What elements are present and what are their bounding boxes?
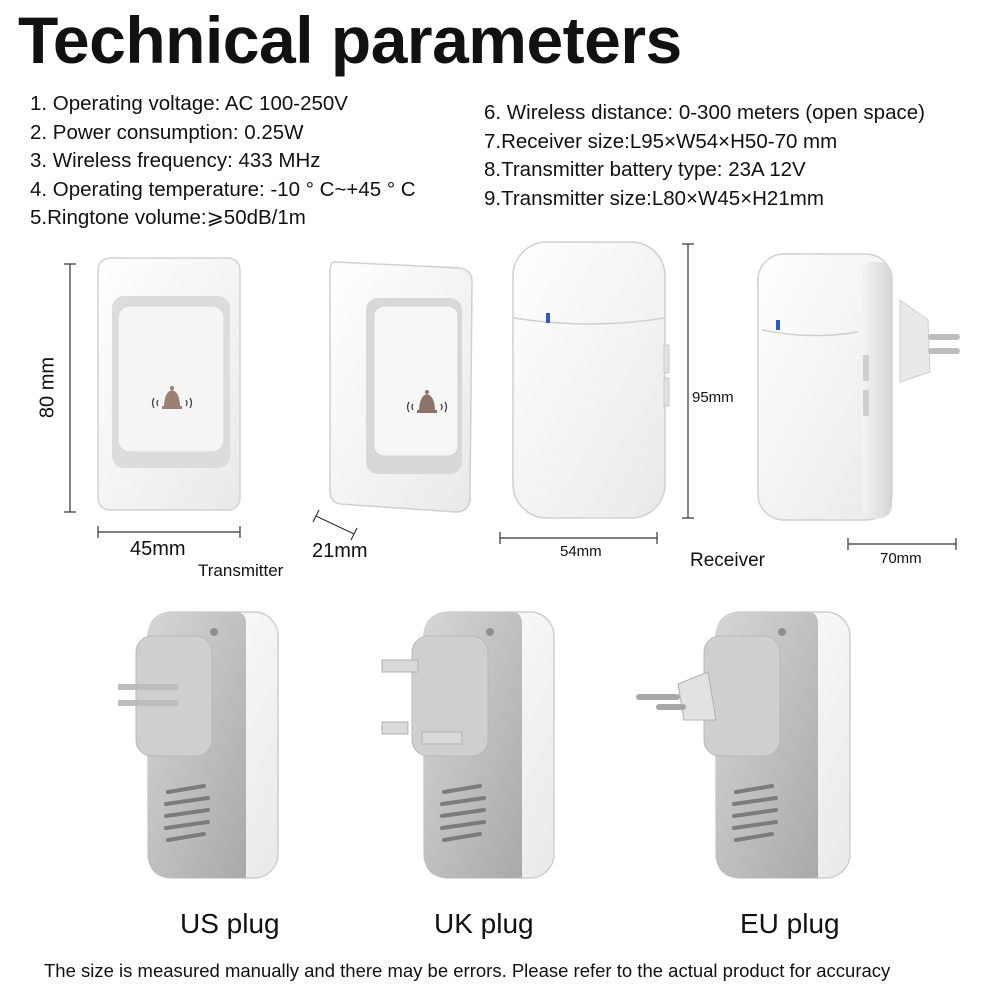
receiver-label: Receiver: [690, 550, 765, 571]
transmitter-front: [97, 257, 241, 511]
page-title: Technical parameters: [18, 3, 682, 77]
transmitter-depth-label: 21mm: [312, 540, 368, 562]
uk-plug-receiver: [381, 611, 555, 879]
spec-power-consumption: 2. Power consumption: 0.25W: [30, 120, 304, 144]
led-indicator-icon: [546, 313, 550, 323]
receiver-width-label: 54mm: [560, 543, 602, 560]
spec-operating-temperature: 4. Operating temperature: -10 ° C~+45 ° …: [30, 177, 416, 201]
receiver-depth-label: 70mm: [880, 550, 922, 567]
transmitter-label: Transmitter: [198, 561, 284, 580]
spec-wireless-distance: 6. Wireless distance: 0-300 meters (open…: [484, 101, 925, 124]
speaker-grille-icon: [732, 784, 778, 842]
speaker-grille-icon: [440, 784, 486, 842]
bell-icon: [406, 390, 448, 413]
spec-ringtone-volume: 5.Ringtone volume:⩾50dB/1m: [30, 206, 306, 229]
transmitter-width-label: 45mm: [130, 538, 186, 560]
us-plug-label: US plug: [180, 908, 280, 939]
spec-transmitter-battery: 8.Transmitter battery type: 23A 12V: [484, 158, 806, 181]
spec-operating-voltage: 1. Operating voltage: AC 100-250V: [30, 92, 348, 115]
receiver-height-label: 95mm: [692, 389, 734, 406]
us-plug-receiver: [118, 611, 279, 879]
led-indicator-icon: [776, 320, 780, 330]
dimension-lines: [64, 243, 957, 550]
eu-plug-label: EU plug: [740, 908, 840, 939]
eu-plug-receiver: [636, 611, 851, 879]
specs-right: 6. Wireless distance: 0-300 meters (open…: [484, 99, 925, 213]
transmitter-side: [329, 261, 473, 513]
receiver-side: [757, 253, 960, 521]
speaker-grille-icon: [164, 784, 210, 842]
spec-wireless-frequency: 3. Wireless frequency: 433 MHz: [30, 149, 321, 172]
specs-left: 1. Operating voltage: AC 100-250V 2. Pow…: [30, 90, 416, 233]
transmitter-height-label: 80 mm: [36, 356, 59, 419]
spec-transmitter-size: 9.Transmitter size:L80×W45×H21mm: [484, 186, 824, 210]
receiver-front: [512, 241, 670, 519]
disclaimer: The size is measured manually and there …: [44, 960, 891, 981]
uk-plug-label: UK plug: [434, 908, 534, 939]
spec-receiver-size: 7.Receiver size:L95×W54×H50-70 mm: [484, 129, 838, 153]
bell-icon: [151, 386, 193, 409]
